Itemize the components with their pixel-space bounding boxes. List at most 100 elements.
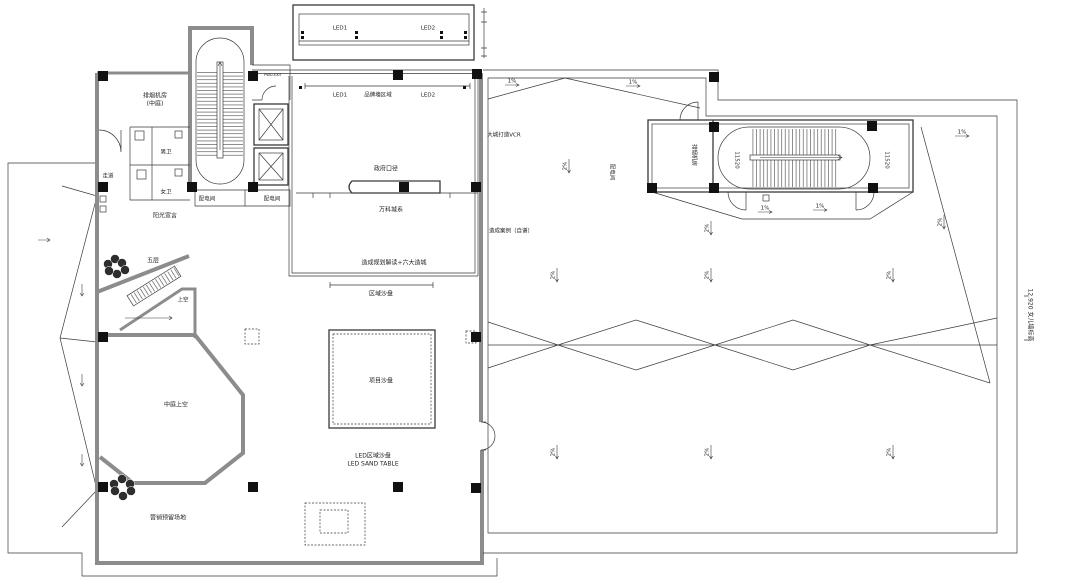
elevator-shaft-outline [253,147,289,186]
slope-label: 2% [705,448,711,457]
marker [355,31,358,34]
slope-label: 1% [629,80,638,86]
marker [355,36,358,39]
fixture-icon [762,194,770,202]
elevator-car [258,108,284,141]
marker [299,86,302,89]
slope-1pct-labels: 1% 1% 1% 1% 1% [505,79,970,214]
elevator-shaft-1 [253,103,289,146]
stair-steps [128,267,180,305]
exit-room: PWD.EXIT [252,64,291,101]
fifth-floor-label: 五层 [147,258,159,265]
column [98,482,108,492]
slope-arrow-icon [555,268,559,283]
brand-wall-line [304,83,471,89]
regional-sand-table-label: 区域沙盘 [369,290,393,298]
stair-direction-arrow-icon [125,315,173,321]
led-sand-table-inner [319,509,349,534]
elevator-cross-icon [258,152,284,181]
led-box-outline [292,4,475,61]
outer-wall-left-bottom [95,73,484,565]
brand-wall-zone-label: 品牌墙区域 [364,91,392,99]
column [248,182,258,192]
slope-arrow-icon [709,268,713,283]
slope-arrow-icon [555,445,559,460]
roof-power-room-label: 配电间 [609,164,617,181]
column-marker [244,328,260,345]
fixture-icon [99,195,107,203]
sink-icon [174,168,183,177]
roof-smoke-exhaust-room-label: 排烟机房 [691,144,699,167]
column [248,71,258,81]
project-sand-table-inner [332,333,432,425]
slope-arrow-icon [567,159,571,174]
toilet-block: 男卫 女卫 走道 [98,126,190,213]
brand-wall-led2-label: LED2 [421,93,435,99]
smoke-exhaust-room-label: 排烟机房 [143,92,167,100]
case-study-label: 造成案例（自谱） [489,227,533,235]
stair-tower-wall [188,26,254,185]
slope-label: 2% [887,448,893,457]
central-exhibition-zone: LED1 品牌墙区域 LED2 政府口径 万科城系 造成规划解读+六大造城 区域… [288,73,479,298]
brand-wall-led1-label: LED1 [333,93,347,99]
marker [301,36,304,39]
stair-block-inner [651,123,910,189]
slope-arrow-icon [942,215,946,230]
elevator-cross-icon [258,108,284,141]
regional-sand-table-line [329,282,434,288]
power-room-left-label: 配电间 [199,195,216,203]
project-sand-table: 项目沙盘 [328,329,436,429]
led-screen-box: LED1 LED2 [292,4,487,61]
slope-label: 1% [816,204,825,210]
atrium-note-label: (中庭) [147,100,164,108]
exit-tag-label: PWD.EXIT [264,73,282,77]
main-building-walls [95,69,496,565]
planning-interpretation-label: 造成规划解读+六大造城 [361,259,426,267]
arrow-icon [38,237,51,243]
slope-label: 1% [508,79,517,85]
roof-ridge-line [920,126,991,384]
marker [301,31,304,34]
column [393,70,403,80]
fixture-icon [99,205,107,213]
marker [464,31,467,34]
column [709,72,719,82]
column [471,483,481,493]
vanke-series-wall [296,192,478,198]
column [187,182,197,192]
parapet-elevation-label: 12.920 女儿墙标高 [1027,289,1035,342]
void-above-label: 上空 [177,296,189,304]
tree-symbol-icon [103,254,130,279]
slope-label: 2% [938,218,944,227]
site-boundary-line [7,162,498,577]
column [709,183,719,193]
corridor-label: 走道 [102,172,114,180]
stair-flight-outline [126,265,182,307]
column [868,183,878,193]
tree-symbol-icon [109,474,136,501]
stair-steps-lower [752,160,838,187]
marketing-reserved-label: 营销预留场地 [150,514,186,522]
slope-arrow-icon [891,445,895,460]
stair-well-outline [717,126,871,190]
power-room-outline [194,189,291,207]
stair-flight [126,265,182,307]
roof-ridge-line [487,77,701,109]
column [248,482,258,492]
government-counter [348,180,441,194]
arrow-icon [79,374,85,387]
slope-arrow-icon [758,210,773,214]
slope-arrow-icon [626,84,641,88]
city-vcr-label: 大城打造VCR [487,131,521,139]
elevator-shaft-2 [253,147,289,186]
led-box-inner [298,13,470,46]
slope-label: 2% [705,271,711,280]
exit-room-outline [252,64,291,101]
stair-side-wall [96,254,190,294]
stair-steps-upper [752,129,838,155]
led-box-markers [301,31,467,39]
atrium-void-label: 中庭上空 [164,401,188,409]
door-swing-icon [98,129,122,153]
slope-arrow-icon [813,208,828,212]
